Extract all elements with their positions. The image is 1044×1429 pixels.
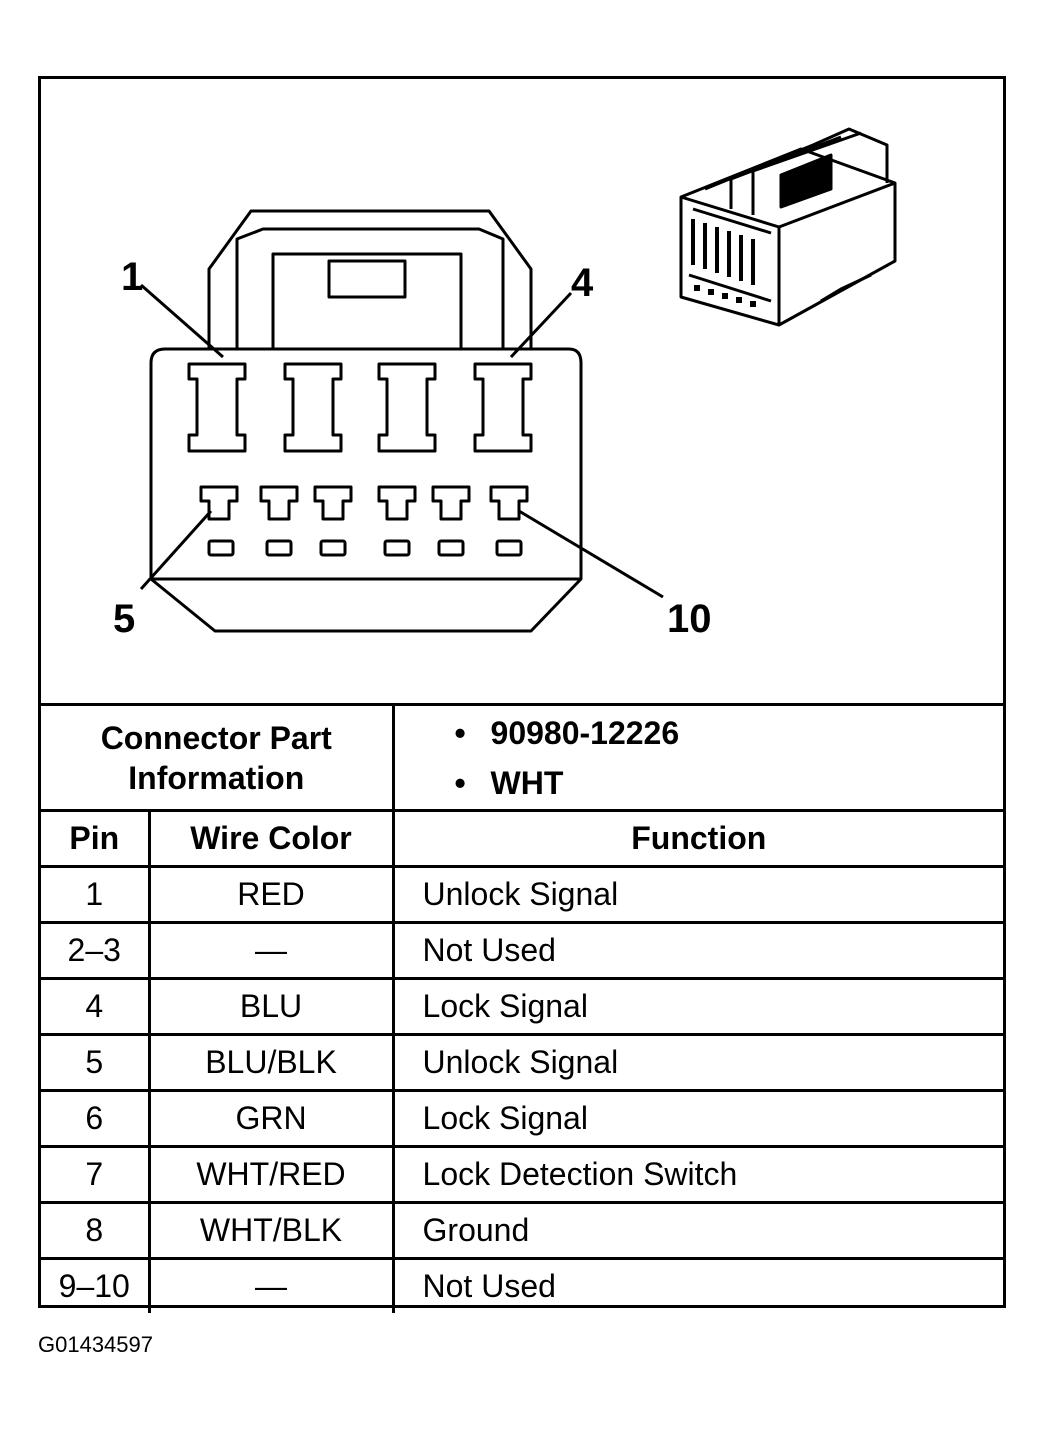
wire-color-cell: WHT/BLK bbox=[147, 1201, 395, 1260]
table-row: 4 BLU Lock Signal bbox=[41, 977, 1004, 1036]
wire-color-cell: WHT/RED bbox=[147, 1145, 395, 1204]
pin-cell: 1 bbox=[41, 865, 151, 924]
header-function: Function bbox=[391, 809, 1004, 868]
function-cell: Unlock Signal bbox=[391, 1033, 1004, 1092]
function-cell: Lock Detection Switch bbox=[391, 1145, 1004, 1204]
wire-color-cell: — bbox=[147, 921, 395, 980]
part-info-row: Connector Part Information 90980-12226 W… bbox=[41, 703, 1004, 812]
connector-face-view bbox=[139, 127, 897, 633]
connector-color: WHT bbox=[455, 758, 1004, 808]
function-cell: Not Used bbox=[391, 1257, 1004, 1313]
connector-3d-icon bbox=[679, 127, 897, 327]
pin-cell: 2–3 bbox=[41, 921, 151, 980]
pin-cell: 5 bbox=[41, 1033, 151, 1092]
connector-info-table: Connector Part Information 90980-12226 W… bbox=[41, 703, 1004, 1313]
pin-label-10: 10 bbox=[667, 597, 712, 641]
header-pin: Pin bbox=[41, 809, 151, 868]
pin-cell: 8 bbox=[41, 1201, 151, 1260]
table-row: 9–10 — Not Used bbox=[41, 1257, 1004, 1313]
table-header-row: Pin Wire Color Function bbox=[41, 809, 1004, 868]
diagram-frame: 1 4 5 10 Connector Part Information 9098… bbox=[38, 76, 1006, 1313]
table-row: 6 GRN Lock Signal bbox=[41, 1089, 1004, 1148]
wire-color-cell: — bbox=[147, 1257, 395, 1313]
figure-id: G01434597 bbox=[38, 1332, 153, 1357]
part-number: 90980-12226 bbox=[455, 708, 1004, 758]
part-info-label-line1: Connector Part bbox=[100, 719, 332, 756]
pin-label-1: 1 bbox=[121, 255, 144, 299]
pin-label-5: 5 bbox=[113, 597, 136, 641]
function-cell: Lock Signal bbox=[391, 1089, 1004, 1148]
pin-cell: 6 bbox=[41, 1089, 151, 1148]
connector-drawing: 1 4 5 10 bbox=[41, 79, 1003, 703]
pin-cell: 9–10 bbox=[41, 1257, 151, 1313]
pin-cell: 4 bbox=[41, 977, 151, 1036]
function-cell: Ground bbox=[391, 1201, 1004, 1260]
header-wire-color: Wire Color bbox=[147, 809, 395, 868]
function-cell: Unlock Signal bbox=[391, 865, 1004, 924]
part-info-label: Connector Part Information bbox=[41, 703, 395, 812]
table-row: 7 WHT/RED Lock Detection Switch bbox=[41, 1145, 1004, 1204]
function-cell: Not Used bbox=[391, 921, 1004, 980]
wire-color-cell: GRN bbox=[147, 1089, 395, 1148]
pin-cell: 7 bbox=[41, 1145, 151, 1204]
wire-color-cell: BLU/BLK bbox=[147, 1033, 395, 1092]
wire-color-cell: BLU bbox=[147, 977, 395, 1036]
part-info-values: 90980-12226 WHT bbox=[391, 703, 1004, 812]
table-row: 5 BLU/BLK Unlock Signal bbox=[41, 1033, 1004, 1092]
pin-label-4: 4 bbox=[571, 261, 594, 305]
part-info-label-line2: Information bbox=[128, 759, 305, 796]
table-row: 2–3 — Not Used bbox=[41, 921, 1004, 980]
wire-color-cell: RED bbox=[147, 865, 395, 924]
table-row: 1 RED Unlock Signal bbox=[41, 865, 1004, 924]
table-row: 8 WHT/BLK Ground bbox=[41, 1201, 1004, 1260]
function-cell: Lock Signal bbox=[391, 977, 1004, 1036]
